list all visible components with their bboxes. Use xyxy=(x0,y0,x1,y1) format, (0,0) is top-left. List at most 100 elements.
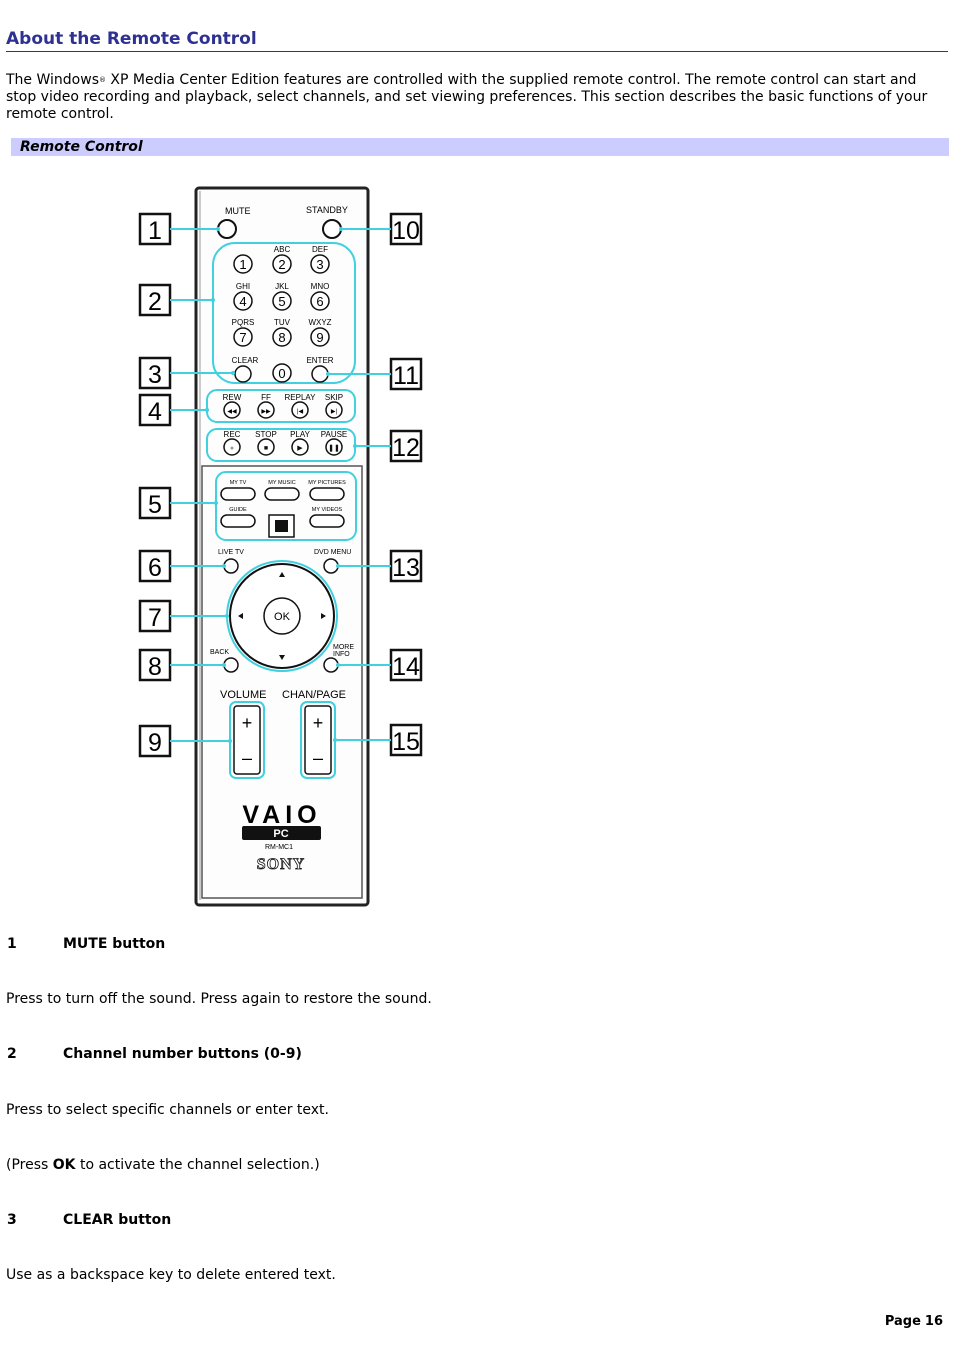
callout-number: 7 xyxy=(148,604,162,632)
transport-button xyxy=(291,438,309,456)
transport-label: REPLAY xyxy=(285,393,317,402)
media-button-label: GUIDE xyxy=(229,507,247,513)
windows-logo-icon xyxy=(275,520,288,532)
standby-button xyxy=(322,219,342,239)
transport-button xyxy=(223,401,241,419)
transport-button xyxy=(325,438,343,456)
digit-button xyxy=(272,291,292,311)
ok-button xyxy=(263,597,301,635)
transport-button xyxy=(257,438,275,456)
section-subheading: Remote Control xyxy=(11,138,949,156)
clear-label: CLEAR xyxy=(232,356,259,365)
digit-letters-label: DEF xyxy=(312,245,328,254)
callout-box xyxy=(138,393,172,427)
callout-dot xyxy=(231,371,235,375)
chan-page-label: CHAN/PAGE xyxy=(282,689,346,701)
transport-icon: ❚❚ xyxy=(328,444,340,452)
transport-label: SKIP xyxy=(325,393,343,402)
back-button xyxy=(223,657,239,673)
item-label: Channel number buttons (0-9) xyxy=(63,1046,302,1062)
dvd-menu-label: DVD MENU xyxy=(314,549,351,556)
callout-dot xyxy=(333,738,337,742)
digit-letters-label: PQRS xyxy=(232,318,255,327)
item-heading-1: 1 MUTE button xyxy=(7,936,165,953)
digit-button xyxy=(272,363,292,383)
item-number: 1 xyxy=(7,936,17,952)
callout-dot xyxy=(205,408,209,412)
callout-number: 1 xyxy=(148,217,162,245)
volume-rocker xyxy=(233,705,261,775)
mute-description: Press to turn off the sound. Press again… xyxy=(6,991,432,1007)
callout-number: 14 xyxy=(392,653,420,681)
callout-number: 9 xyxy=(148,729,162,757)
digit-button xyxy=(272,254,292,274)
transport-label: FF xyxy=(261,393,271,402)
transport-icon: ▶| xyxy=(331,409,338,415)
registered-mark: ® xyxy=(98,76,106,84)
digit-label: 9 xyxy=(316,330,323,345)
transport-label: PAUSE xyxy=(321,430,348,439)
clear-description: Use as a backspace key to delete entered… xyxy=(6,1267,336,1283)
callout-number: 11 xyxy=(393,362,419,390)
digit-letters-label: MNO xyxy=(311,282,330,291)
digit-button xyxy=(233,327,253,347)
digit-button xyxy=(310,327,330,347)
more-info-button xyxy=(323,657,339,673)
callout-dot xyxy=(222,564,226,568)
page-title: About the Remote Control xyxy=(6,28,948,52)
press-ok-note: (Press OK to activate the channel select… xyxy=(6,1157,320,1174)
number-pad-highlight xyxy=(212,242,356,384)
digit-letters-label: JKL xyxy=(275,282,289,291)
arrow-right-icon xyxy=(321,613,326,619)
media-button xyxy=(264,487,300,501)
more-info-label-2: INFO xyxy=(333,651,350,658)
item-label: MUTE button xyxy=(63,936,166,952)
callout-dot xyxy=(211,298,215,302)
callout-number: 4 xyxy=(148,398,162,426)
media-button-label: MY TV xyxy=(230,480,247,486)
media-button xyxy=(309,514,345,528)
transport-label: STOP xyxy=(255,430,277,439)
digit-button xyxy=(310,291,330,311)
media-buttons-highlight xyxy=(215,471,357,541)
digit-label: 6 xyxy=(316,294,323,309)
digit-label: 4 xyxy=(239,294,246,309)
callout-number: 6 xyxy=(148,554,162,582)
callout-dot xyxy=(336,564,340,568)
model-label: RM-MC1 xyxy=(265,844,293,851)
volume-plus-label: + xyxy=(242,713,253,733)
callout-number: 5 xyxy=(148,491,162,519)
digit-button xyxy=(272,327,292,347)
callout-box xyxy=(389,648,423,682)
callout-dot xyxy=(228,739,232,743)
standby-label: STANDBY xyxy=(306,205,348,215)
clear-button xyxy=(234,365,252,383)
media-button xyxy=(220,487,256,501)
digit-label: 8 xyxy=(278,330,285,345)
vaio-logo: VAIO xyxy=(242,801,321,829)
transport-button xyxy=(291,401,309,419)
digit-label: 0 xyxy=(278,366,285,381)
digit-button xyxy=(233,291,253,311)
callout-number: 2 xyxy=(148,288,162,316)
channel-rocker xyxy=(304,705,332,775)
callout-number: 15 xyxy=(392,728,420,756)
transport-label: REC xyxy=(224,430,241,439)
media-button-label: MY MUSIC xyxy=(268,480,295,486)
mute-button xyxy=(217,219,237,239)
media-button-label: MY PICTURES xyxy=(308,480,346,486)
callout-number: 13 xyxy=(392,554,420,582)
ok-label: OK xyxy=(274,611,291,623)
digit-letters-label: WXYZ xyxy=(308,318,331,327)
page-label: Page xyxy=(884,1314,921,1329)
item-label: CLEAR button xyxy=(63,1212,172,1228)
callout-box xyxy=(138,599,172,633)
enter-label: ENTER xyxy=(306,356,333,365)
transport-buttons: REW◀◀REC●FF▶▶STOP■REPLAY|◀PLAY▶SKIP▶|PAU… xyxy=(223,393,348,456)
arrow-left-icon xyxy=(238,613,243,619)
digit-label: 1 xyxy=(239,257,246,272)
transport-icon: ▶ xyxy=(297,445,303,452)
callout-dot xyxy=(222,663,226,667)
